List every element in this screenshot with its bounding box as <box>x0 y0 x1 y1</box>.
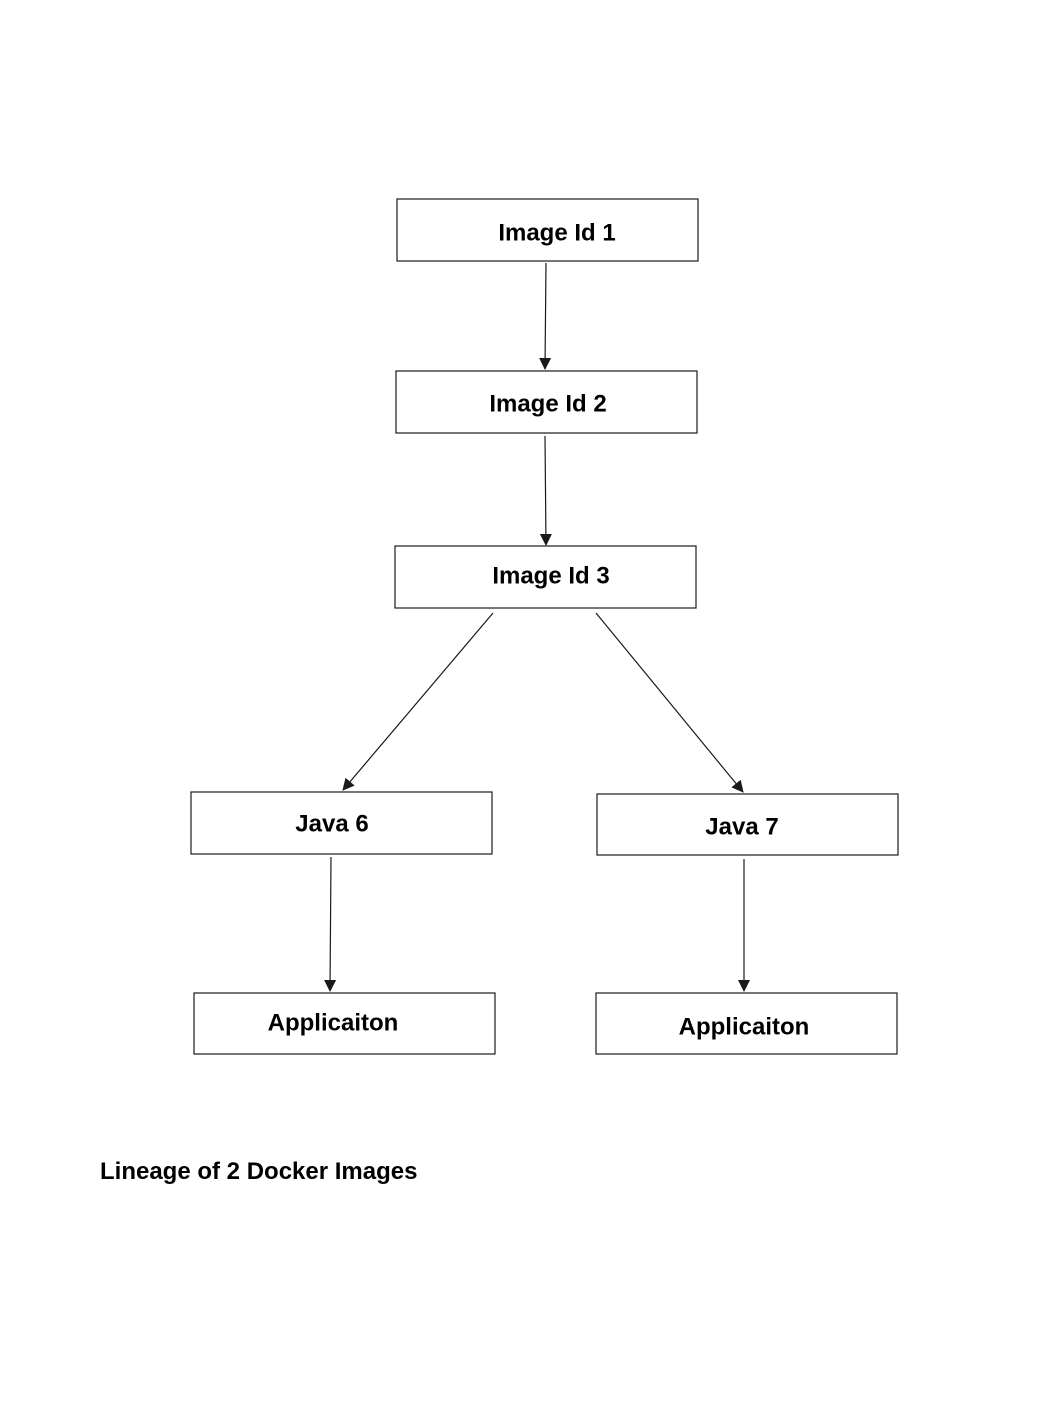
node-image-id-1: Image Id 1 <box>396 198 699 262</box>
node-application-left: Applicaiton <box>193 992 496 1055</box>
node-image-id-2-label: Image Id 2 <box>489 391 606 418</box>
node-application-left-label: Applicaiton <box>268 1010 399 1037</box>
node-image-id-1-label: Image Id 1 <box>498 220 615 247</box>
edge-java6-to-app6 <box>324 856 337 992</box>
node-application-right: Applicaiton <box>595 992 898 1055</box>
edge-image1-to-image2 <box>539 262 552 370</box>
node-application-right-label: Applicaiton <box>679 1014 810 1041</box>
diagram-caption: Lineage of 2 Docker Images <box>100 1158 418 1185</box>
node-java-7: Java 7 <box>596 793 899 856</box>
node-java-6-label: Java 6 <box>295 811 368 838</box>
node-image-id-3: Image Id 3 <box>394 545 697 609</box>
node-image-id-3-label: Image Id 3 <box>492 563 609 590</box>
node-image-id-2: Image Id 2 <box>395 370 698 434</box>
edge-image2-to-image3 <box>539 435 552 546</box>
node-java-6: Java 6 <box>190 791 493 855</box>
edge-image3-to-java6 <box>342 612 494 791</box>
edge-image3-to-java7 <box>595 612 744 793</box>
node-java-7-label: Java 7 <box>705 814 778 841</box>
edges <box>324 262 750 992</box>
